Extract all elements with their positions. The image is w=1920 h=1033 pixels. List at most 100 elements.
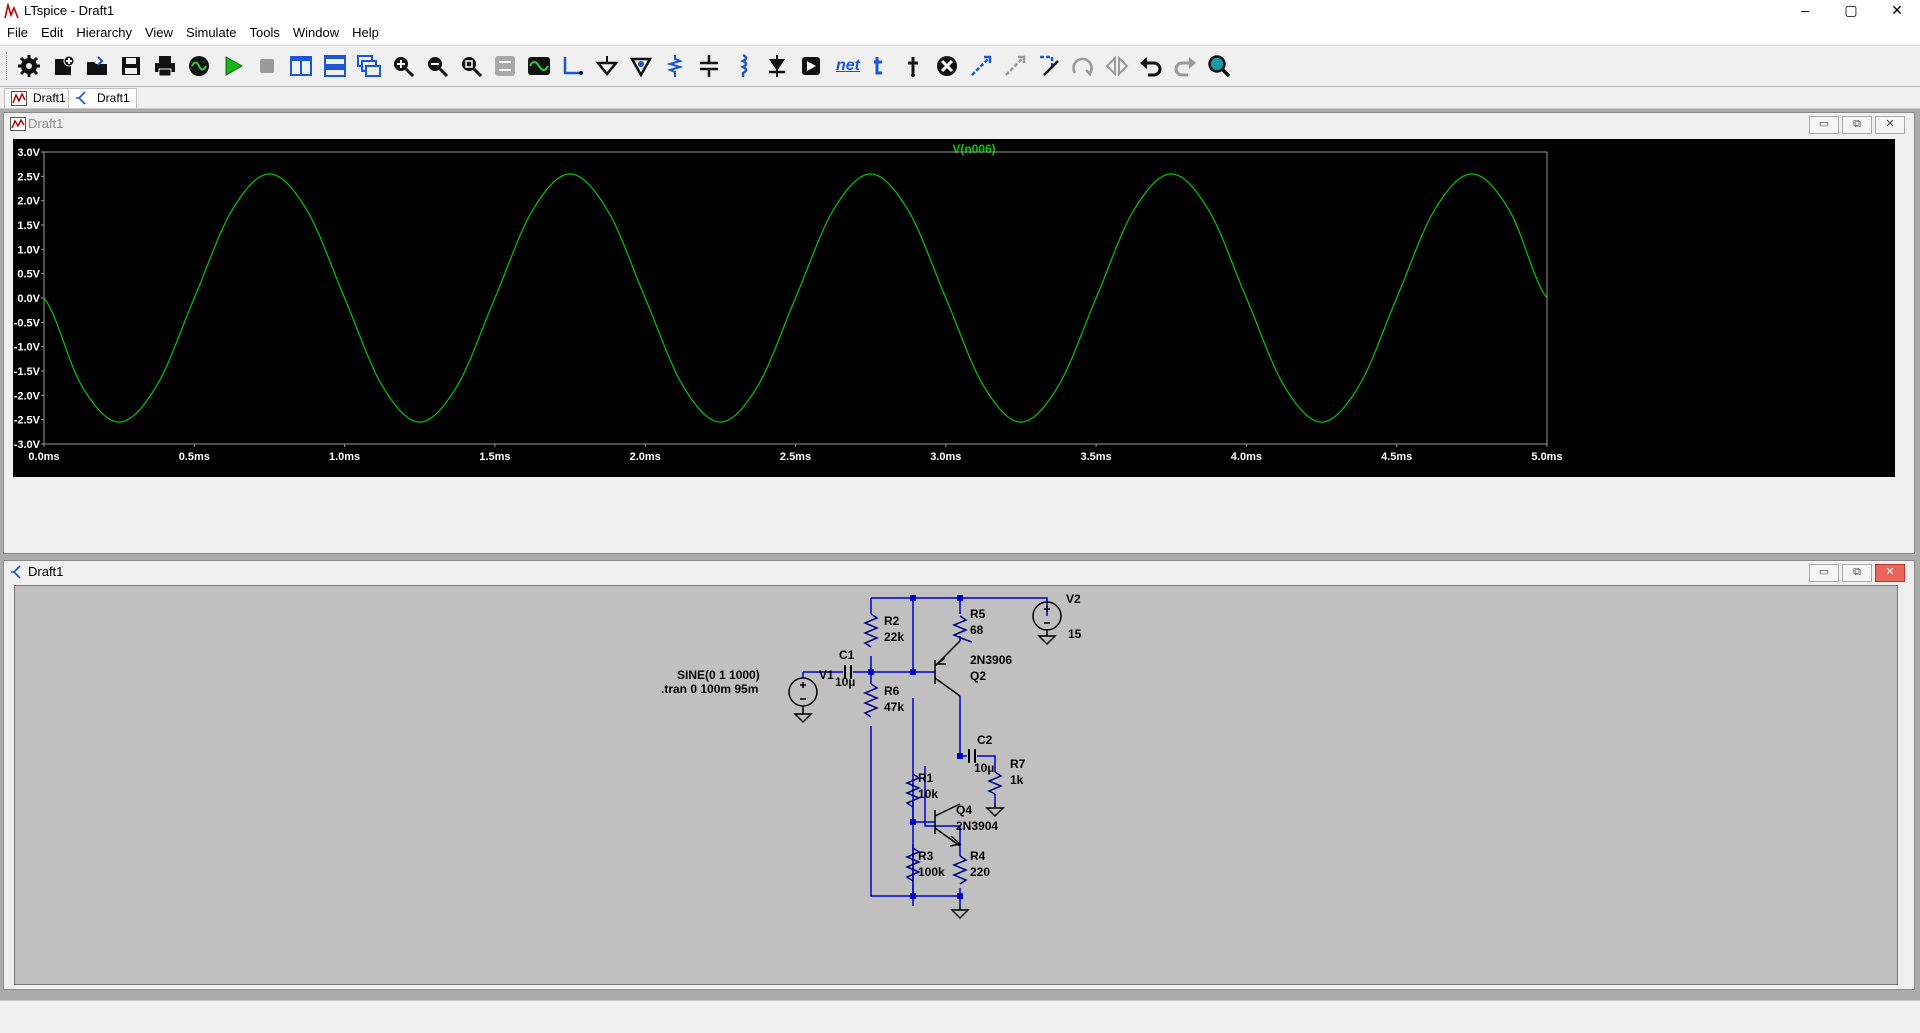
close-button[interactable]: ✕ bbox=[1891, 2, 1903, 18]
maximize-button[interactable]: ▢ bbox=[1844, 2, 1858, 18]
print-button[interactable] bbox=[151, 52, 179, 80]
menu-view[interactable]: View bbox=[144, 25, 173, 40]
r5-value-label[interactable]: 68 bbox=[970, 623, 984, 637]
cascade-button[interactable] bbox=[355, 52, 383, 80]
voltage-probe-button[interactable] bbox=[627, 52, 655, 80]
r3-label[interactable]: R3 bbox=[918, 849, 934, 863]
net-label-button[interactable]: net bbox=[831, 52, 865, 80]
capacitor-symbols[interactable] bbox=[844, 665, 976, 763]
r3-value-label[interactable]: 100k bbox=[918, 865, 945, 879]
control-panel-button[interactable] bbox=[185, 52, 213, 80]
schematic-canvas[interactable]: SINE(0 1 1000) .tran 0 100m 95m V1 V2 15… bbox=[14, 585, 1898, 985]
r7-value-label[interactable]: 1k bbox=[1010, 773, 1024, 787]
net-label-icon: net bbox=[836, 57, 860, 74]
menu-help[interactable]: Help bbox=[352, 25, 379, 40]
zoom-out-button[interactable] bbox=[423, 52, 451, 80]
r7-label[interactable]: R7 bbox=[1010, 757, 1026, 771]
new-schematic-button[interactable] bbox=[49, 52, 77, 80]
toolbar-grip[interactable] bbox=[6, 52, 10, 80]
halt-button[interactable] bbox=[253, 52, 281, 80]
v2-label[interactable]: V2 bbox=[1066, 592, 1081, 606]
trace-line-vn006[interactable] bbox=[43, 173, 1548, 423]
tab-schematic[interactable]: Draft1 bbox=[68, 88, 137, 108]
schematic-close-button[interactable]: ✕ bbox=[1875, 564, 1905, 582]
transistor-q2-symbol[interactable] bbox=[934, 640, 961, 697]
waveform-window-titlebar[interactable]: Draft1 ▭ ⧉ ✕ bbox=[4, 113, 1914, 135]
schematic-restore-button[interactable]: ⧉ bbox=[1842, 564, 1872, 582]
menu-hierarchy[interactable]: Hierarchy bbox=[76, 25, 132, 40]
r2-label[interactable]: R2 bbox=[884, 614, 900, 628]
autorange-button[interactable] bbox=[491, 52, 519, 80]
inductor-button[interactable] bbox=[729, 52, 757, 80]
voltage-source-v2-symbol[interactable] bbox=[1032, 601, 1062, 646]
move-button[interactable] bbox=[967, 52, 995, 80]
c1-label[interactable]: C1 bbox=[839, 648, 855, 662]
c1-value-label[interactable]: 10µ bbox=[835, 675, 855, 689]
r2-value-label[interactable]: 22k bbox=[884, 630, 904, 644]
wire-button[interactable] bbox=[559, 52, 587, 80]
spice-directive-button[interactable] bbox=[899, 52, 927, 80]
r1-value-label[interactable]: 10k bbox=[918, 787, 938, 801]
waveform-minimize-button[interactable]: ▭ bbox=[1809, 116, 1839, 134]
resistor-symbols[interactable] bbox=[863, 613, 1003, 885]
schematic-window[interactable]: Draft1 ▭ ⧉ ✕ bbox=[3, 560, 1915, 990]
text-button[interactable] bbox=[865, 52, 893, 80]
menu-window[interactable]: Window bbox=[292, 25, 340, 40]
trace-legend-label[interactable]: V(n006) bbox=[952, 142, 995, 156]
waveform-button[interactable] bbox=[525, 52, 553, 80]
q2-label[interactable]: Q2 bbox=[970, 669, 986, 683]
menu-file[interactable]: File bbox=[7, 25, 28, 40]
redo-button[interactable] bbox=[1171, 52, 1199, 80]
ground-button[interactable] bbox=[593, 52, 621, 80]
waveform-restore-button[interactable]: ⧉ bbox=[1842, 116, 1872, 134]
tran-directive-label[interactable]: .tran 0 100m 95m bbox=[661, 682, 758, 696]
draw-button[interactable] bbox=[1035, 52, 1063, 80]
c2-label[interactable]: C2 bbox=[977, 733, 993, 747]
plot-chart[interactable]: V(n006) 3.0V2.5V2.0V1.5V1.0V0.5V0.0V-0.5… bbox=[13, 139, 1895, 477]
r1-label[interactable]: R1 bbox=[918, 771, 934, 785]
zoom-in-button[interactable] bbox=[389, 52, 417, 80]
tile-horizontal-button[interactable] bbox=[321, 52, 349, 80]
capacitor-button[interactable] bbox=[695, 52, 723, 80]
waveform-close-button[interactable]: ✕ bbox=[1875, 116, 1905, 134]
q2-model-label[interactable]: 2N3906 bbox=[970, 653, 1012, 667]
settings-button[interactable] bbox=[15, 52, 43, 80]
r6-label[interactable]: R6 bbox=[884, 684, 900, 698]
tile-vertical-button[interactable] bbox=[287, 52, 315, 80]
drag-button[interactable] bbox=[1001, 52, 1029, 80]
find-button[interactable] bbox=[1205, 52, 1233, 80]
run-button[interactable] bbox=[219, 52, 247, 80]
minimize-button[interactable]: – bbox=[1801, 2, 1809, 18]
menu-simulate[interactable]: Simulate bbox=[185, 25, 237, 40]
component-button[interactable] bbox=[797, 52, 825, 80]
sine-source-label[interactable]: SINE(0 1 1000) bbox=[677, 668, 760, 682]
delete-button[interactable] bbox=[933, 52, 961, 80]
menu-edit[interactable]: Edit bbox=[40, 25, 64, 40]
r4-label[interactable]: R4 bbox=[970, 849, 986, 863]
tab-waveform[interactable]: Draft1 bbox=[4, 88, 73, 108]
menu-tools[interactable]: Tools bbox=[249, 25, 280, 40]
open-button[interactable] bbox=[83, 52, 111, 80]
v1-label[interactable]: V1 bbox=[819, 668, 834, 682]
r5-label[interactable]: R5 bbox=[970, 607, 986, 621]
r6-value-label[interactable]: 47k bbox=[884, 700, 904, 714]
mirror-button[interactable] bbox=[1103, 52, 1131, 80]
q4-label[interactable]: Q4 bbox=[956, 803, 972, 817]
q4-model-label[interactable]: 2N3904 bbox=[956, 819, 998, 833]
c2-value-label[interactable]: 10µ bbox=[974, 761, 994, 775]
transistor-q4-symbol[interactable] bbox=[934, 803, 962, 847]
schematic-window-titlebar[interactable]: Draft1 ▭ ⧉ ✕ bbox=[4, 561, 1914, 583]
v2-value-label[interactable]: 15 bbox=[1068, 627, 1082, 641]
zoom-fit-button[interactable] bbox=[457, 52, 485, 80]
resistor-button[interactable] bbox=[661, 52, 689, 80]
rotate-button[interactable] bbox=[1069, 52, 1097, 80]
undo-button[interactable] bbox=[1137, 52, 1165, 80]
voltage-source-v1-symbol[interactable] bbox=[788, 677, 818, 724]
schematic-minimize-button[interactable]: ▭ bbox=[1809, 564, 1839, 582]
r4-value-label[interactable]: 220 bbox=[970, 865, 990, 879]
save-button[interactable] bbox=[117, 52, 145, 80]
diode-button[interactable] bbox=[763, 52, 791, 80]
